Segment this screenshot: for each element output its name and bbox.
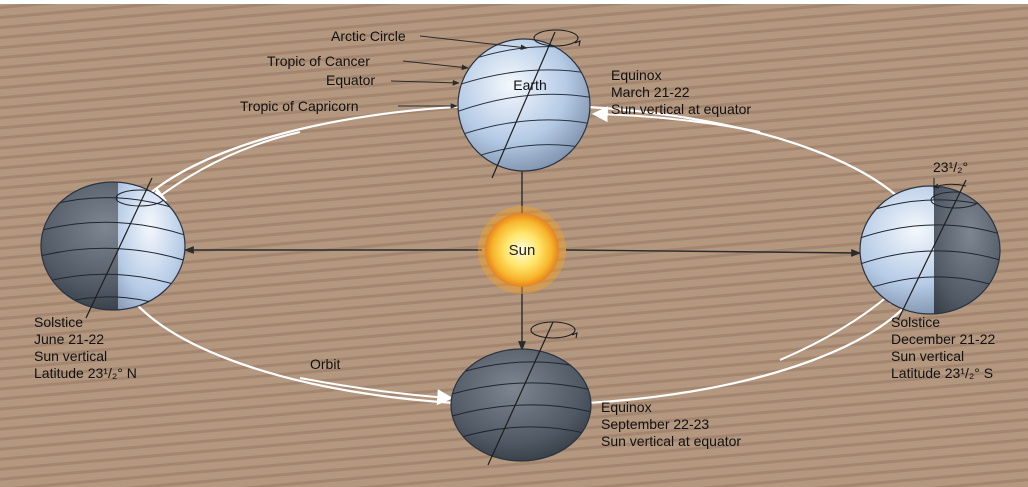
earth-axis bbox=[491, 31, 556, 179]
caption-line: Latitude 23¹/₂° N bbox=[34, 365, 137, 381]
antarctic-line bbox=[471, 144, 587, 159]
leader-equator bbox=[390, 80, 460, 86]
parallel-line bbox=[41, 247, 185, 263]
sun-body bbox=[485, 213, 559, 287]
caption-line: Sun vertical at equator bbox=[601, 433, 741, 449]
parallel-line bbox=[457, 426, 589, 439]
parallel-line bbox=[43, 273, 185, 289]
caption-line: Sun vertical bbox=[891, 348, 964, 364]
earth-axis bbox=[487, 321, 554, 466]
ray-to-right-earth bbox=[565, 248, 861, 257]
label-equator: Equator bbox=[326, 72, 375, 88]
label-tropic-of-capricorn: Tropic of Capricorn bbox=[240, 98, 359, 114]
orbit-arrow-top-left bbox=[149, 131, 301, 204]
frame-edge bbox=[0, 0, 1028, 4]
earth-axis bbox=[85, 177, 153, 319]
earth-axis bbox=[897, 179, 967, 321]
tilt-angle-label: 23¹/₂° bbox=[933, 159, 968, 175]
caption-december-solstice: Solstice December 21-22 Sun vertical Lat… bbox=[891, 314, 995, 381]
caption-june-solstice: Solstice June 21-22 Sun vertical Latitud… bbox=[34, 314, 137, 381]
caption-line: Sun vertical bbox=[34, 348, 107, 364]
earth-june-solstice bbox=[40, 177, 186, 319]
parallel-line bbox=[863, 276, 997, 291]
caption-line: Solstice bbox=[891, 314, 940, 330]
caption-line: September 22-23 bbox=[601, 416, 709, 432]
parallel-line bbox=[451, 382, 591, 395]
orbit-arrow-bottom-left bbox=[299, 377, 454, 406]
orbit-label: Orbit bbox=[310, 356, 340, 372]
sun: Sun bbox=[478, 206, 566, 294]
caption-line: March 21-22 bbox=[611, 84, 690, 100]
caption-line: December 21-22 bbox=[891, 331, 995, 347]
tilt-arrow-icon bbox=[932, 183, 940, 189]
parallel-line bbox=[860, 224, 1000, 239]
rotation-ring bbox=[530, 321, 576, 339]
tropic-capricorn-line bbox=[459, 119, 590, 136]
tropic-cancer-line bbox=[458, 69, 590, 86]
caption-line: Latitude 23¹/₂° S bbox=[891, 365, 993, 381]
caption-september-equinox: Equinox September 22-23 Sun vertical at … bbox=[601, 399, 741, 449]
label-arctic-circle: Arctic Circle bbox=[331, 28, 406, 44]
label-tropic-of-cancer: Tropic of Cancer bbox=[267, 53, 370, 69]
sun-rays bbox=[184, 132, 861, 351]
tilt-angle-arc bbox=[933, 183, 967, 188]
sun-label: Sun bbox=[509, 242, 536, 259]
caption-line: Equinox bbox=[601, 399, 652, 415]
rotation-arrow-icon bbox=[571, 332, 578, 339]
caption-line: Solstice bbox=[34, 314, 83, 330]
earth-outline bbox=[859, 185, 1001, 315]
caption-line: Sun vertical at equator bbox=[611, 101, 751, 117]
caption-march-equinox: Equinox March 21-22 Sun vertical at equa… bbox=[611, 67, 751, 117]
caption-line: June 21-22 bbox=[34, 331, 104, 347]
parallel-line bbox=[451, 404, 591, 417]
parallel-line bbox=[49, 197, 181, 211]
orbit-arrow-top-right bbox=[591, 106, 761, 133]
earth-label: Earth bbox=[513, 77, 546, 93]
earth-outline bbox=[40, 181, 186, 311]
earth-march-equinox: Earth bbox=[457, 29, 591, 179]
rotation-arrow-icon bbox=[574, 40, 581, 47]
caption-line: Equinox bbox=[611, 67, 662, 83]
leader-tropic-of-cancer bbox=[402, 60, 469, 71]
parallel-line bbox=[41, 221, 185, 237]
parallel-labels: Arctic Circle Tropic of Cancer Equator T… bbox=[240, 28, 528, 114]
rotation-ring bbox=[533, 29, 579, 47]
leader-arctic-circle bbox=[419, 35, 528, 51]
